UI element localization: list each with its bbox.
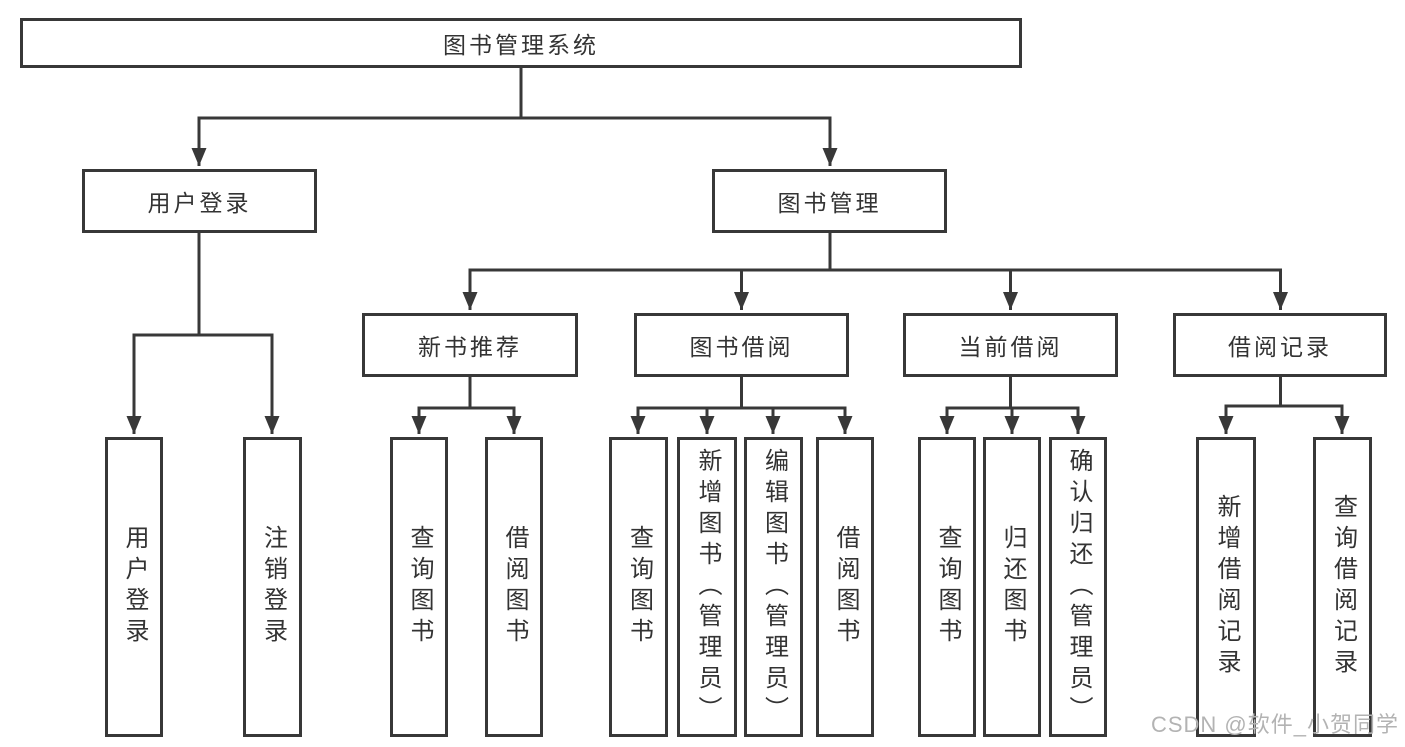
- leaf-query-books-current-label: 查询图书: [934, 525, 961, 649]
- leaf-query-books-recommend-label: 查询图书: [406, 525, 433, 649]
- leaf-confirm-return-admin-label: 确认归还（管理员）: [1065, 447, 1092, 727]
- leaf-query-books-recommend: 查询图书: [390, 437, 448, 737]
- node-borrow-records-label: 借阅记录: [1228, 334, 1332, 360]
- connector-current-borrow: [939, 375, 1086, 434]
- node-borrow-records: 借阅记录: [1173, 313, 1387, 377]
- leaf-query-borrow-record: 查询借阅记录: [1313, 437, 1372, 737]
- leaf-user-login-label: 用户登录: [121, 525, 148, 649]
- connector-root: [191, 66, 838, 166]
- leaf-return-books-label: 归还图书: [999, 525, 1026, 649]
- node-current-borrow: 当前借阅: [903, 313, 1118, 377]
- node-new-book-recommend: 新书推荐: [362, 313, 578, 377]
- leaf-add-books-admin: 新增图书（管理员）: [677, 437, 737, 737]
- node-user-login-label: 用户登录: [147, 190, 252, 216]
- node-user-login: 用户登录: [82, 169, 317, 233]
- connector-new-book-recommend: [411, 375, 522, 434]
- node-root-label: 图书管理系统: [443, 32, 599, 58]
- node-book-borrow: 图书借阅: [634, 313, 849, 377]
- leaf-query-books-borrow: 查询图书: [609, 437, 668, 737]
- leaf-edit-books-admin: 编辑图书（管理员）: [744, 437, 803, 737]
- node-book-management: 图书管理: [712, 169, 947, 233]
- leaf-return-books: 归还图书: [983, 437, 1041, 737]
- connector-user-login: [126, 231, 280, 434]
- leaf-add-books-admin-label: 新增图书（管理员）: [694, 447, 721, 727]
- csdn-watermark: CSDN @软件_小贺同学: [1150, 712, 1399, 737]
- node-book-borrow-label: 图书借阅: [689, 334, 794, 360]
- connector-book-borrow: [630, 375, 853, 434]
- leaf-logout-label: 注销登录: [259, 525, 287, 649]
- leaf-borrow-books-label: 借阅图书: [832, 525, 859, 649]
- leaf-confirm-return-admin: 确认归还（管理员）: [1049, 437, 1107, 737]
- leaf-edit-books-admin-label: 编辑图书（管理员）: [760, 447, 788, 727]
- leaf-logout: 注销登录: [243, 437, 302, 737]
- node-root: 图书管理系统: [20, 18, 1022, 68]
- leaf-borrow-books-recommend-label: 借阅图书: [501, 525, 528, 649]
- leaf-borrow-books: 借阅图书: [816, 437, 874, 737]
- node-current-borrow-label: 当前借阅: [958, 334, 1063, 360]
- leaf-query-borrow-record-label: 查询借阅记录: [1329, 494, 1357, 680]
- connector-borrow-records: [1218, 375, 1350, 434]
- leaf-query-books-borrow-label: 查询图书: [625, 525, 653, 649]
- node-book-management-label: 图书管理: [777, 190, 882, 216]
- connector-book-management: [462, 231, 1288, 310]
- leaf-user-login: 用户登录: [105, 437, 163, 737]
- leaf-borrow-books-recommend: 借阅图书: [485, 437, 543, 737]
- leaf-add-borrow-record-label: 新增借阅记录: [1213, 494, 1240, 680]
- leaf-add-borrow-record: 新增借阅记录: [1196, 437, 1256, 737]
- leaf-query-books-current: 查询图书: [918, 437, 976, 737]
- node-new-book-recommend-label: 新书推荐: [418, 334, 522, 360]
